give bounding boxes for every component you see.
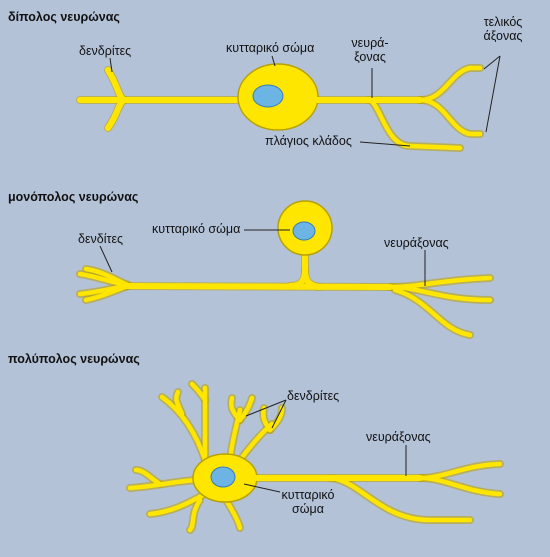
unipolar-cell-body-label: κυτταρικό σώμα — [152, 222, 241, 236]
multipolar-dendrite-7 — [187, 497, 203, 533]
unipolar-dendrites-label: δενδίτες — [78, 232, 124, 246]
multipolar-neuron — [126, 380, 504, 534]
multipolar-dendrite-6 — [147, 491, 208, 517]
multipolar-dendrite-5-branch — [133, 467, 163, 487]
multipolar-title: πολύπολος νευρώνας — [8, 352, 140, 366]
bipolar-terminal-label-line2: άξονας — [483, 29, 523, 43]
multipolar-cell-body-label-line2: σώμα — [292, 502, 324, 516]
bipolar-body — [77, 63, 483, 151]
bipolar-neuron — [76, 55, 501, 152]
bipolar-cell-body-label: κυτταρικό σώμα — [226, 41, 315, 55]
bipolar-dendrites-label: δενδρίτες — [79, 44, 132, 58]
bipolar-terminal-label-line1: τελικός — [483, 15, 523, 29]
unipolar-body — [77, 200, 493, 338]
unipolar-neuron — [76, 200, 494, 339]
unipolar-nucleus — [292, 221, 316, 241]
bipolar-terminal-lower — [417, 97, 483, 137]
multipolar-dendrite-2-branch — [189, 381, 208, 403]
multipolar-body — [127, 381, 503, 533]
multipolar-axon-label: νευράξονας — [366, 430, 431, 444]
bipolar-axon-label-line2: ξονας — [354, 50, 386, 64]
unipolar-terminal-middle — [387, 284, 493, 303]
multipolar-dendrite-1-branch — [174, 389, 185, 417]
unipolar-stem-right — [302, 267, 323, 290]
unipolar-axon-label: νευράξονας — [384, 236, 449, 250]
unipolar-leaders — [99, 229, 426, 286]
unipolar-title: μονόπολος νευρώνας — [8, 190, 139, 204]
multipolar-dendrite-1 — [159, 394, 208, 463]
multipolar-cell-body-label: κυτταρικό σώμα — [268, 488, 348, 516]
multipolar-terminal-upper — [417, 461, 503, 481]
bipolar-axon-label-line1: νευρά- — [351, 36, 389, 50]
bipolar-title: δίπολος νευρώνας — [8, 10, 120, 24]
bipolar-collateral-label: πλάγιος κλάδος — [265, 134, 352, 148]
multipolar-collateral — [327, 475, 473, 523]
multipolar-dendrite-3-branch-b — [237, 395, 255, 423]
multipolar-leaders — [243, 399, 407, 493]
multipolar-cell-body-label-line1: κυτταρικό — [281, 488, 335, 502]
multipolar-dendrite-4 — [237, 421, 275, 463]
bipolar-terminal-label: τελικός άξονας — [468, 15, 538, 43]
multipolar-dendrite-3-branch-a — [229, 395, 243, 423]
unipolar-axon — [125, 283, 393, 290]
multipolar-terminal-lower — [417, 475, 503, 497]
multipolar-dendrites-label: δενδρίτες — [287, 389, 340, 403]
unipolar-dendrite-4 — [77, 283, 131, 297]
multipolar-nucleus — [210, 466, 236, 488]
bipolar-nucleus — [252, 84, 284, 108]
bipolar-leaders — [109, 55, 501, 147]
bipolar-axon-label: νευρά- ξονας — [340, 36, 400, 64]
unipolar-terminal-lower — [392, 287, 473, 338]
multipolar-dendrite-4-branch-a — [261, 405, 273, 433]
